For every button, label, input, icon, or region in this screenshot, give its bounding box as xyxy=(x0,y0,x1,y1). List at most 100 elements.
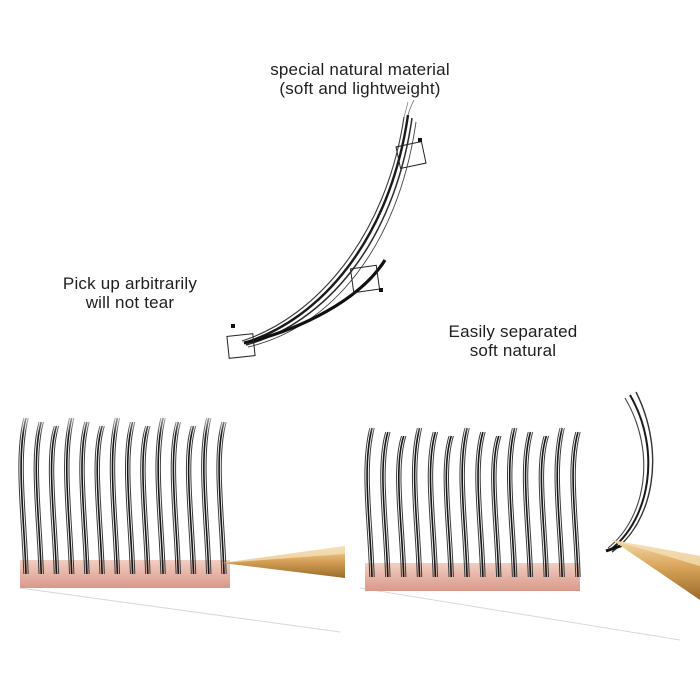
lash-fiber xyxy=(556,427,563,578)
lash-fiber xyxy=(459,427,466,578)
lash-fiber xyxy=(384,431,391,578)
lash-fibers-right xyxy=(364,427,581,578)
lash-fiber xyxy=(398,435,405,578)
lash-fiber xyxy=(124,421,131,575)
lash-fiber xyxy=(432,431,439,578)
lash-fiber xyxy=(380,431,387,578)
lash-fiber xyxy=(554,427,561,578)
lash-fiber xyxy=(445,435,453,578)
lash-fiber xyxy=(491,435,498,578)
lash-fiber xyxy=(190,425,197,575)
lash-fiber xyxy=(543,435,550,578)
lash-fiber xyxy=(79,421,86,575)
lash-fiber xyxy=(187,425,195,575)
caption-line: special natural material xyxy=(270,60,450,79)
lash-fiber xyxy=(53,425,60,575)
lash-fiber xyxy=(220,421,227,575)
lash-fiber xyxy=(524,431,532,578)
lash-fiber xyxy=(50,425,58,575)
lash-fiber xyxy=(511,427,518,578)
caption-line: Easily separated xyxy=(448,322,578,341)
lash-fiber xyxy=(35,421,43,575)
lash-fiber xyxy=(38,421,44,575)
lash-fiber xyxy=(411,427,418,578)
lash-fiber xyxy=(461,427,468,578)
caption-line: (soft and lightweight) xyxy=(279,79,441,98)
lash-fiber xyxy=(572,431,579,578)
lash-fiber xyxy=(94,425,101,575)
caption-line: soft natural xyxy=(469,341,557,360)
caption-line: Pick up arbitrarily xyxy=(62,274,198,293)
lash-fiber xyxy=(170,421,177,575)
lash-fiber xyxy=(205,417,212,575)
lash-fiber xyxy=(129,421,136,575)
lash-fiber xyxy=(506,427,513,578)
single-lash-curve xyxy=(241,99,417,348)
lash-fiber xyxy=(81,421,88,575)
lash-fiber xyxy=(140,425,147,575)
caption-line: will not tear xyxy=(85,293,175,312)
lash-fiber xyxy=(185,425,192,575)
lash-fiber xyxy=(144,425,151,575)
lash-fiber xyxy=(527,431,534,578)
lash-fiber xyxy=(463,427,470,578)
lash-fiber xyxy=(400,435,407,578)
lash-fiber xyxy=(570,431,577,578)
lash-fiber xyxy=(48,425,55,575)
lash-fiber xyxy=(172,421,180,575)
tweezer-right xyxy=(612,540,700,600)
lash-fiber xyxy=(558,427,565,578)
lash-fiber xyxy=(413,427,421,578)
lash-fiber xyxy=(429,431,437,578)
lash-fiber xyxy=(448,435,454,578)
lash-fiber xyxy=(508,427,516,578)
lash-fiber xyxy=(538,435,545,578)
separated-lash xyxy=(605,391,654,553)
lash-fiber xyxy=(475,431,482,578)
lash-fiber xyxy=(65,417,73,575)
lash-fiber xyxy=(368,427,375,578)
lash-fiber xyxy=(68,417,75,575)
lash-fiber xyxy=(83,421,90,575)
lash-fiber xyxy=(33,421,40,575)
lash-fibers-left xyxy=(18,417,227,575)
lash-fiber xyxy=(522,431,529,578)
callout-frame-top xyxy=(395,138,427,170)
caption-easily-separated: Easily separated soft natural xyxy=(398,322,628,360)
callout-frame-middle xyxy=(349,264,383,294)
lash-fiber xyxy=(218,421,225,575)
lash-fiber xyxy=(96,425,103,575)
tweezer-left xyxy=(222,546,345,578)
lash-fiber xyxy=(477,431,484,578)
lash-fiber xyxy=(157,417,164,575)
lash-fiber xyxy=(416,427,423,578)
lash-fiber xyxy=(175,421,182,575)
lash-fiber xyxy=(427,431,434,578)
caption-pick-up: Pick up arbitrarily will not tear xyxy=(30,274,230,312)
lash-fiber xyxy=(159,417,166,575)
lash-fiber xyxy=(574,431,581,578)
lash-fiber xyxy=(396,435,402,578)
lash-fiber xyxy=(216,421,223,575)
lash-fiber xyxy=(111,417,119,575)
lash-strip-right xyxy=(355,405,681,641)
lash-fiber xyxy=(98,425,105,575)
lash-fiber xyxy=(495,435,502,578)
callout-frame-bottom xyxy=(226,324,256,359)
lash-fiber xyxy=(382,431,389,578)
lash-fiber xyxy=(203,417,210,575)
lash-fiber xyxy=(126,421,134,575)
lash-fiber xyxy=(493,435,500,578)
lash-fiber xyxy=(479,431,486,578)
lash-strip-left xyxy=(0,405,345,633)
lash-fiber xyxy=(114,417,121,575)
lash-fiber xyxy=(366,427,373,578)
lash-fiber xyxy=(443,435,450,578)
lash-fiber xyxy=(540,435,548,578)
lash-fiber xyxy=(142,425,149,575)
lash-fiber xyxy=(364,427,371,578)
lash-fiber xyxy=(20,417,27,575)
lash-fiber xyxy=(22,417,29,575)
caption-natural-material: special natural material (soft and light… xyxy=(250,60,470,98)
